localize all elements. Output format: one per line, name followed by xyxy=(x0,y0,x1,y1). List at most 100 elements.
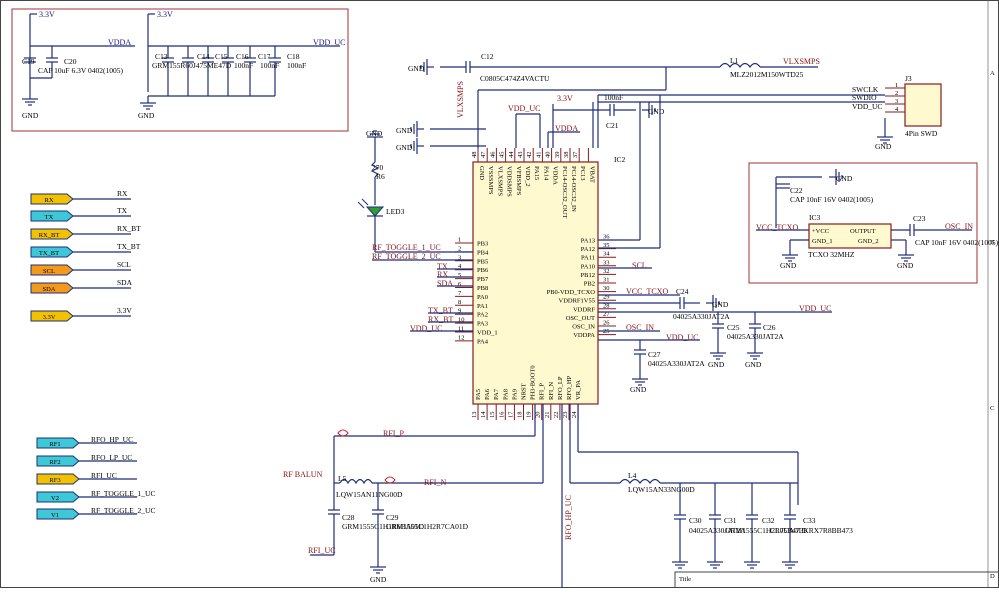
net-rfo-hp-uc: RFO_HP_UC xyxy=(564,495,573,540)
ic2-pin-name: PB12 xyxy=(581,272,595,279)
gnd-label-a: GND xyxy=(22,111,39,120)
ic2-pin-number: 47 xyxy=(480,151,487,158)
ic2-pin-name: VLXSMPS xyxy=(496,166,503,196)
c33-value: CL05B473KRX7R8BB473 xyxy=(770,526,853,535)
ic2-pin-number: 23 xyxy=(562,412,569,419)
c29-value: GRM1555C1H2R7CA01D xyxy=(386,522,469,531)
net-osc-in-b: OSC_IN xyxy=(626,323,654,332)
j3-swdio: SWDIO xyxy=(852,93,877,102)
ic2-pin-name: PA15 xyxy=(533,166,540,180)
net-vdd-uc-top: VDD_UC xyxy=(508,104,540,113)
c17-value: 100nF xyxy=(260,61,279,70)
ic2-pin-name: VBAT xyxy=(588,166,595,183)
c28-value: GRM1555C1H1R6BA01D xyxy=(342,522,425,531)
ic2-pin-name: PA13 xyxy=(581,238,595,245)
ic2-pin-name: PB7 xyxy=(477,276,489,283)
ic2-pin-name: RFO_HP xyxy=(566,375,573,400)
ic2-pin-number: 33 xyxy=(603,259,610,266)
ic2-pin-number: 13 xyxy=(471,412,478,419)
title-block xyxy=(674,571,999,589)
net-3v3-top: 3.3V xyxy=(557,94,573,103)
j3-value: 4Pin SWD xyxy=(905,129,938,138)
c22-label: C22 xyxy=(790,186,803,195)
ic2-pin-name: PA11 xyxy=(581,255,595,262)
port-flag-scl-label: SCL xyxy=(43,268,55,275)
ic3-vcc: +VCC xyxy=(812,228,829,235)
c14-label: C14 xyxy=(197,52,210,61)
net-rx-bt: RX_BT xyxy=(428,315,453,324)
ic2-pin-number: 17 xyxy=(507,411,514,418)
ic2-pin-name: PC14-OSC32_IN xyxy=(570,166,577,212)
ic2-pin-name: PA3 xyxy=(477,321,488,328)
title-block-title: Title xyxy=(679,576,691,583)
ic2-pin-number: 32 xyxy=(603,268,610,275)
ic2-pin-name: VDDA xyxy=(552,166,559,185)
ic3-gnd1: GND_1 xyxy=(812,238,833,245)
ic2: IC2 1PB32PB43PB54PB65PB76PB87PA08PA19PA2… xyxy=(455,148,626,420)
gnd-label-c22: GND xyxy=(836,174,853,183)
c21-label: C21 xyxy=(606,121,619,130)
net-vlxsmps-h: VLXSMPS xyxy=(783,57,820,66)
ic2-pin-name: PH3-BOOT0 xyxy=(530,365,537,400)
ic2-pin-name: VDDRF xyxy=(573,306,595,313)
rf-port-flag-rf3-label: RF3 xyxy=(49,477,60,484)
rf-port-flag-v1-net: RF_TOGGLE_2_UC xyxy=(91,506,155,515)
c18-value: 100nF xyxy=(287,61,306,70)
ic2-pin-name: RFI_N xyxy=(548,382,555,400)
c26-label: C26 xyxy=(763,323,776,332)
net-vdd-uc-d: VDD_UC xyxy=(666,333,698,342)
c20-value: CAP 10uF 6.3V 0402(1005) xyxy=(38,66,124,75)
ic2-pin-number: 16 xyxy=(498,411,505,418)
ic2-pin-number: 38 xyxy=(563,152,570,159)
c31-value: GRM1555C1H2R7CA01D xyxy=(725,526,808,535)
c19-label: C19 xyxy=(22,57,35,66)
ic2-pin-number: 10 xyxy=(458,317,465,324)
c24-label: C24 xyxy=(676,287,689,296)
c29-label: C29 xyxy=(386,513,399,522)
ic2-pin-number: 6 xyxy=(458,281,462,288)
c16-value: 100nF xyxy=(234,61,253,70)
c27-label: C27 xyxy=(648,350,661,359)
c20-label: C20 xyxy=(64,57,77,66)
j3-pin-number: 3 xyxy=(895,98,898,105)
net-tx-bt: TX_BT xyxy=(428,306,453,315)
net-vcc-tcxo-a: VCC_TCXO xyxy=(756,223,798,232)
ic2-pin-name: PA10 xyxy=(581,263,595,270)
ic2-pin-name: VDD_1 xyxy=(477,330,498,337)
net-vdd-uc-b: VDD_UC xyxy=(410,324,442,333)
c30-value: 04025A330JAT2A xyxy=(689,526,746,535)
rf-output-caps xyxy=(671,483,799,569)
ic2-pin-name: OSC_IN xyxy=(572,324,595,331)
port-flag-rx-bt-label: RX_BT xyxy=(39,232,60,239)
gnd-label-b: GND xyxy=(138,111,155,120)
rf-port-flag-v1-label: V1 xyxy=(51,512,59,519)
net-vdd-uc-a: VDD_UC xyxy=(313,38,345,47)
net-3v3-b: 3.3V xyxy=(157,10,173,19)
c33-label: C33 xyxy=(803,516,816,525)
ic3-gnd2: GND_2 xyxy=(858,238,879,245)
rf-port-flag-v1: V1 RF_TOGGLE_2_UC xyxy=(36,506,155,520)
gnd-label-c12: GND xyxy=(408,64,425,73)
net-3v3-a: 3.3V xyxy=(39,10,55,19)
ic3-value: TCXO 32MHZ xyxy=(808,250,855,259)
led3-label: LED3 xyxy=(386,207,405,216)
port-flag-3-3v-label: 3.3V xyxy=(43,314,56,321)
ic2-pin-number: 18 xyxy=(517,412,524,419)
rf-port-flag-rf3-net: RFI_UC xyxy=(91,471,117,480)
j3-swclk: SWCLK xyxy=(852,85,879,94)
c25-label: C25 xyxy=(727,323,740,332)
ic2-pin-number: 11 xyxy=(458,326,464,333)
ic2-label: IC2 xyxy=(614,155,626,164)
ic3-output: OUTPUT xyxy=(850,228,876,235)
ic2-pin-number: 40 xyxy=(545,152,552,159)
l4-value: LQW15AN33NG00D xyxy=(628,485,695,494)
c12-label: C12 xyxy=(481,52,494,61)
